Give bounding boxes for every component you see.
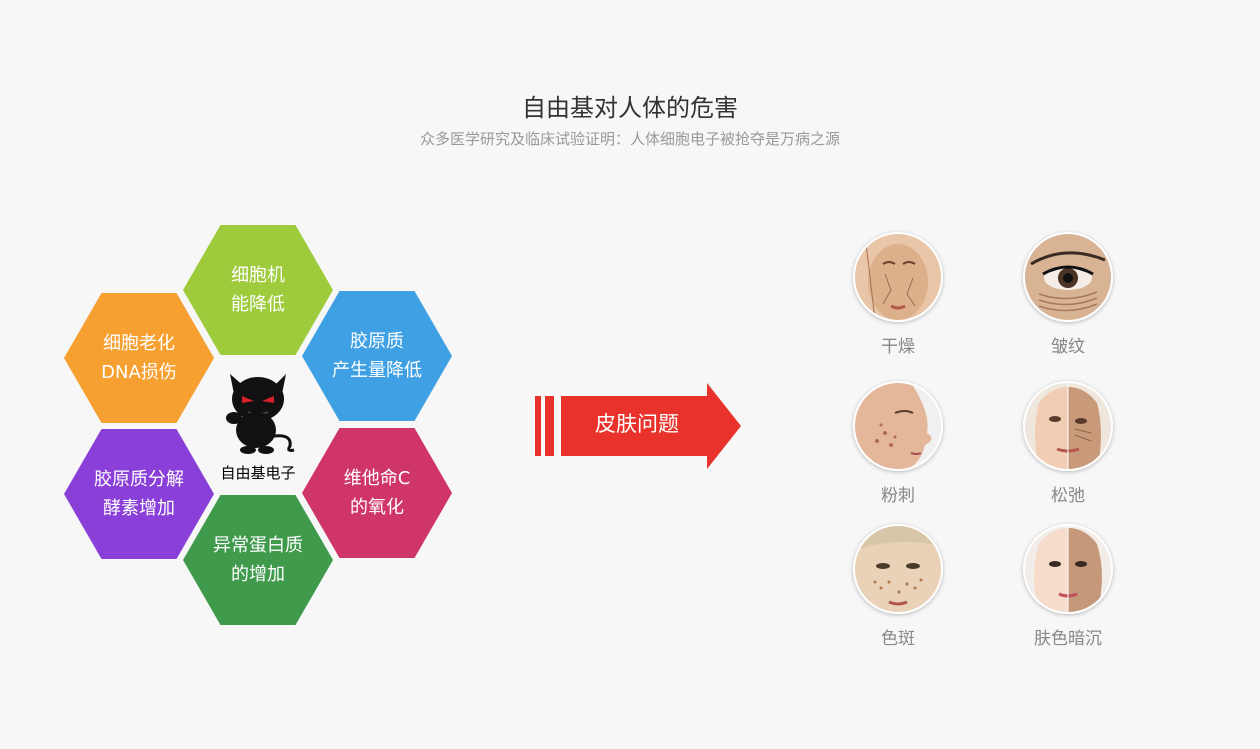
arrow-icon <box>535 383 741 469</box>
devil-icon <box>226 374 295 454</box>
skin-issue-acne: 粉刺 <box>843 381 953 506</box>
hex-cell-aging: 细胞老化 DNA损伤 <box>64 293 214 423</box>
hex-label: 胶原质分解 酵素增加 <box>94 469 184 519</box>
wrinkled-eye-icon <box>1023 232 1113 322</box>
acne-face-icon <box>853 381 943 471</box>
dull-skin-face-icon <box>1023 524 1113 614</box>
page-title: 自由基对人体的危害 <box>522 94 738 122</box>
skin-issue-spots: 色斑 <box>843 524 953 649</box>
freckled-face-icon <box>853 524 943 614</box>
skin-issue-sagging: 松弛 <box>1013 381 1123 506</box>
hex-cell-function: 细胞机 能降低 <box>183 225 333 355</box>
skin-issue-dull: 肤色暗沉 <box>1013 524 1123 649</box>
skin-issue-label: 色斑 <box>881 629 915 649</box>
hex-label: 胶原质 产生量降低 <box>332 331 422 381</box>
sagging-face-icon <box>1023 381 1113 471</box>
skin-issue-dry: 干燥 <box>843 232 953 357</box>
hex-collagen-enzyme: 胶原质分解 酵素增加 <box>64 429 214 559</box>
skin-issue-wrinkle: 皱纹 <box>1013 232 1123 357</box>
page-subtitle: 众多医学研究及临床试验证明：人体细胞电子被抢夺是万病之源 <box>419 130 840 148</box>
hex-collagen-production: 胶原质 产生量降低 <box>302 291 452 421</box>
hex-vitamin-c: 维他命C 的氧化 <box>302 428 452 558</box>
hex-abnormal-protein: 异常蛋白质 的增加 <box>183 495 333 625</box>
skin-issue-label: 干燥 <box>881 337 915 357</box>
skin-issue-label: 松弛 <box>1051 486 1085 506</box>
center-label: 自由基电子 <box>220 464 296 482</box>
dry-skin-face-icon <box>853 232 943 322</box>
hex-label: 异常蛋白质 的增加 <box>213 535 303 585</box>
skin-issue-label: 粉刺 <box>881 486 915 506</box>
skin-issue-label: 皱纹 <box>1051 337 1085 357</box>
hex-label: 维他命C 的氧化 <box>343 468 411 518</box>
hex-label: 细胞老化 DNA损伤 <box>101 333 177 383</box>
arrow-label: 皮肤问题 <box>595 412 679 436</box>
hex-label: 细胞机 能降低 <box>231 265 285 315</box>
skin-issue-label: 肤色暗沉 <box>1034 629 1102 649</box>
